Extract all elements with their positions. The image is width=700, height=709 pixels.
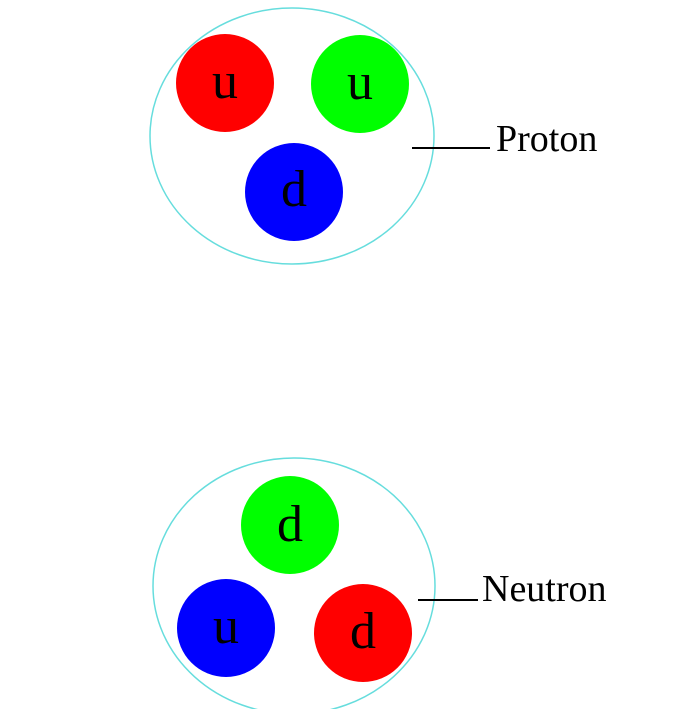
proton-quark-1-label: u bbox=[212, 53, 238, 110]
proton-outline bbox=[149, 7, 435, 265]
proton-quark-2 bbox=[311, 35, 409, 133]
proton-quark-3-label: d bbox=[281, 161, 307, 218]
neutron-quark-3 bbox=[314, 584, 412, 682]
neutron-quark-1-label: d bbox=[277, 496, 303, 553]
neutron-group: d u d Neutron bbox=[152, 457, 607, 709]
proton-group: u u d Proton bbox=[149, 7, 597, 265]
neutron-label: Neutron bbox=[482, 568, 607, 610]
neutron-quark-1 bbox=[241, 476, 339, 574]
proton-quark-1 bbox=[176, 34, 274, 132]
proton-label: Proton bbox=[496, 118, 597, 160]
proton-quark-3 bbox=[245, 143, 343, 241]
neutron-quark-3-label: d bbox=[350, 603, 376, 660]
neutron-quark-2-label: u bbox=[213, 598, 239, 655]
neutron-quark-2 bbox=[177, 579, 275, 677]
proton-quark-2-label: u bbox=[347, 54, 373, 111]
neutron-outline bbox=[152, 457, 436, 709]
